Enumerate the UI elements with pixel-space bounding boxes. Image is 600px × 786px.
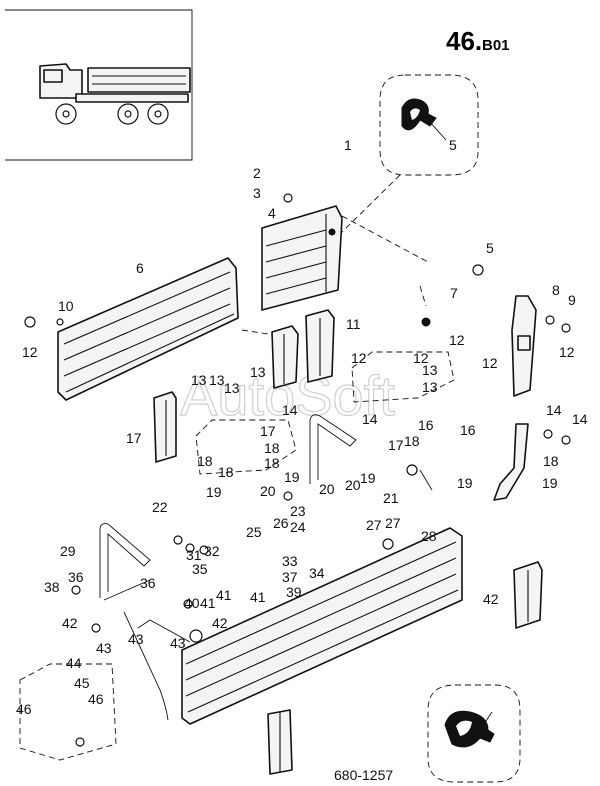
detail-bubble-seal-bottom <box>427 684 521 783</box>
callout-12b: 13 <box>209 372 225 388</box>
hardware <box>24 193 571 747</box>
callout-41: 12 <box>413 350 429 366</box>
callout-5b: 16 <box>460 422 476 438</box>
callout-39: 25 <box>246 524 262 540</box>
callout-31-32: 27 <box>385 515 401 531</box>
callout-18b: 19 <box>284 469 300 485</box>
drawing-number: 680-1257 <box>334 767 393 783</box>
callout-16: 14 <box>282 402 298 418</box>
callout-18h: 43 <box>96 640 112 656</box>
callout-16b: 29 <box>60 543 76 559</box>
callout-18g: 40 <box>184 595 200 611</box>
callout-13e: 19 <box>206 484 222 500</box>
callout-13d: 14 <box>572 411 588 427</box>
callout-12d: 18 <box>264 455 280 471</box>
callout-3: 1 <box>344 137 352 153</box>
callout-35: 37 <box>282 569 298 585</box>
support-frames <box>99 414 357 721</box>
callout-6: 11 <box>346 316 361 332</box>
callout-20c: 32 <box>204 543 220 559</box>
callout-14b: 8 <box>552 282 560 298</box>
callout-27: 43 <box>128 631 144 647</box>
callout-4: 12 <box>449 332 465 348</box>
callout-14d: 18 <box>218 464 234 480</box>
callout-20: 16 <box>418 417 434 433</box>
callout-14c: 14 <box>546 402 562 418</box>
callout-20b: 21 <box>383 490 399 506</box>
callout-43b: 18 <box>197 453 213 469</box>
callout-13c: 14 <box>362 411 378 427</box>
part-1-front-bracket <box>261 205 343 311</box>
callout-7: 13 <box>250 364 266 380</box>
callout-20d: 41 <box>216 587 232 603</box>
callout-8: 6 <box>136 260 144 276</box>
callout-37: 23 <box>290 503 306 519</box>
callout-12e: 18 <box>543 453 559 469</box>
callout-34: 33 <box>282 553 298 569</box>
stanchion-parts <box>153 309 543 775</box>
svg-text:46.: 46. <box>446 26 482 56</box>
callout-43c: 46 <box>16 701 32 717</box>
callout-25: 35 <box>192 561 208 577</box>
callout-2: 7 <box>450 285 458 301</box>
callout-19b: 19 <box>360 470 376 486</box>
page-number: 46. B01 <box>446 26 510 56</box>
callout-41d: 45 <box>74 675 90 691</box>
callout-18c: 20 <box>319 481 335 497</box>
callout-14: 3 <box>253 185 261 201</box>
callout-46-top: 5 <box>449 137 457 153</box>
callout-41b: 13 <box>191 372 207 388</box>
callout-44: 2 <box>253 165 261 181</box>
callout-40: 19 <box>457 475 473 491</box>
callout-42c: 46 <box>88 691 104 707</box>
callout-26: 42 <box>212 615 228 631</box>
callout-18d: 22 <box>152 499 168 515</box>
callout-12c: 13 <box>422 379 438 395</box>
callout-18e: 26 <box>273 515 289 531</box>
detail-bubble-seal-top <box>337 74 479 237</box>
callout-1: 4 <box>268 205 276 221</box>
callout-17: 20 <box>260 483 276 499</box>
callout-10: 12 <box>22 344 38 360</box>
callout-18: 17 <box>388 437 404 453</box>
callout-36b: 27 <box>366 517 382 533</box>
callout-36: 20 <box>345 477 361 493</box>
callout-15: 12 <box>482 355 498 371</box>
part-callouts: 1 2 3 4 5 5 6 7 8 9 10 11 12 12 12 12 12… <box>16 137 588 717</box>
truck-thumbnail <box>5 9 193 161</box>
callout-43: 12 <box>351 350 367 366</box>
callout-45: 19 <box>542 475 558 491</box>
callout-19d: 31 <box>186 547 202 563</box>
callout-19c: 28 <box>421 528 437 544</box>
callout-42: 13 <box>422 362 438 378</box>
callout-5: 5 <box>486 240 494 256</box>
callout-17d: 44 <box>66 655 82 671</box>
callout-38: 24 <box>290 519 306 535</box>
callout-12: 9 <box>568 292 576 308</box>
callout-29: 42 <box>62 615 78 631</box>
callout-13b: 13 <box>224 380 240 396</box>
right-brackets <box>493 295 537 501</box>
part-8-upper-side-board <box>57 257 239 401</box>
callout-18f: 36 <box>68 569 84 585</box>
callout-17b: 38 <box>44 579 60 595</box>
part-22-side-board <box>181 527 463 725</box>
callout-17c: 39 <box>286 584 302 600</box>
callout-27b: 43 <box>170 635 186 651</box>
callout-28: 36 <box>140 575 156 591</box>
callout-13: 12 <box>559 344 575 360</box>
dashed-detail-clusters <box>19 215 455 761</box>
callout-19e: 41 <box>200 595 216 611</box>
callout-33: 34 <box>309 565 325 581</box>
callout-42b: 18 <box>264 440 280 456</box>
callout-19: 18 <box>404 433 420 449</box>
callout-21: 42 <box>483 591 499 607</box>
callout-22: 41 <box>250 589 266 605</box>
callout-9: 17 <box>126 430 142 446</box>
svg-text:B01: B01 <box>482 37 510 54</box>
callout-41c: 17 <box>260 423 276 439</box>
callout-11: 10 <box>58 298 74 314</box>
